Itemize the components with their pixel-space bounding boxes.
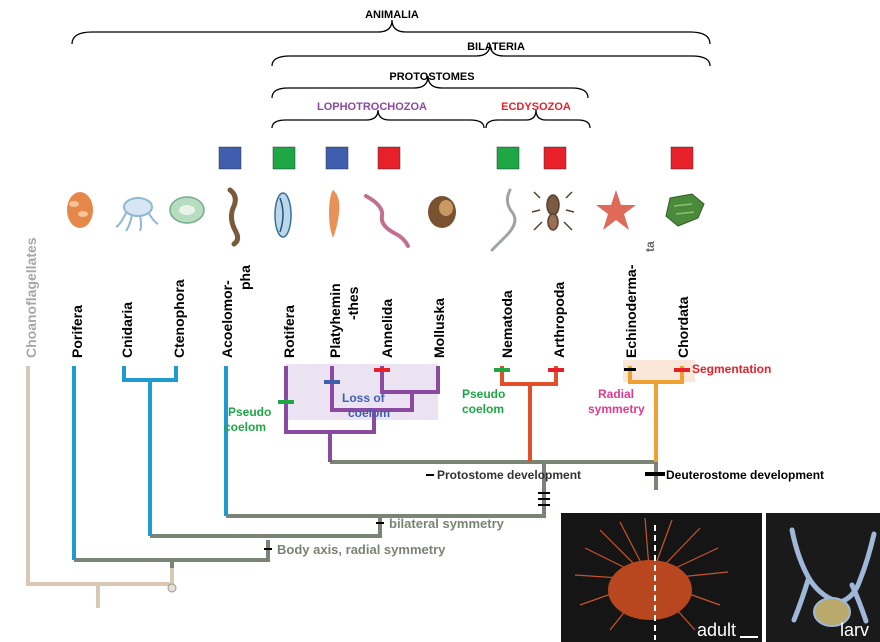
bilateria-label: BILATERIA — [467, 41, 525, 53]
body-axis-tick — [264, 548, 272, 550]
deuterostome-tick — [645, 472, 665, 476]
annelida-illustration — [366, 196, 408, 246]
trait-deuterostome-development: Deuterostome development — [666, 468, 824, 482]
taxon-rotifera: Rotifera — [281, 305, 297, 358]
radial-symmetry-tick — [624, 368, 636, 371]
photo-larva-label: larv — [840, 620, 869, 640]
taxon-echinodermata-line2: ta — [643, 241, 657, 252]
ecdysozoa-branch — [502, 366, 556, 462]
loss-of-coelom-tick — [324, 380, 340, 384]
trait-pseudocoelom-1-line1: Pseudo — [228, 405, 271, 419]
nematoda-marker-green — [497, 147, 519, 169]
chordata-segmentation-tick — [674, 368, 690, 372]
trait-radial-symmetry-line1: Radial — [598, 387, 634, 401]
ecdysozoa-label: ECDYSOZOA — [501, 101, 571, 113]
taxon-annelida: Annelida — [379, 299, 395, 358]
chordata-illustration — [666, 194, 704, 226]
taxon-platyhelminthes-line2: -thes — [345, 286, 361, 320]
annelida-segmentation-tick — [374, 368, 390, 372]
taxon-echinodermata-line1: Echinoderma- — [623, 264, 639, 358]
lophotrochozoa-label: LOPHOTROCHOZOA — [317, 101, 427, 113]
trait-protostome-development: Protostome development — [437, 468, 581, 482]
rotifera-illustration — [275, 193, 291, 237]
acoelomorpha-illustration — [230, 190, 238, 244]
taxon-porifera: Porifera — [69, 305, 85, 358]
platyhelminthes-illustration — [329, 190, 339, 238]
trait-loss-of-coelom-line1: Loss of — [342, 391, 386, 405]
trait-bilateral-symmetry: bilateral symmetry — [389, 516, 505, 531]
arthropoda-illustration — [532, 192, 574, 230]
platyhelminthes-marker-blue — [326, 147, 348, 169]
root-node — [168, 584, 176, 592]
taxon-ctenophora: Ctenophora — [171, 279, 187, 358]
taxon-cnidaria: Cnidaria — [119, 302, 135, 358]
taxon-molluska: Molluska — [431, 298, 447, 358]
organism-illustrations — [67, 190, 704, 250]
photo-adult: adult — [561, 513, 762, 642]
pseudocoelom-tick-1 — [278, 400, 294, 404]
arthropoda-marker-red — [544, 147, 566, 169]
trait-pseudocoelom-2-line1: Pseudo — [462, 387, 505, 401]
bilateral-symmetry-tick — [376, 522, 384, 524]
animalia-label: ANIMALIA — [365, 9, 419, 21]
trait-segmentation: Segmentation — [692, 362, 771, 376]
molluska-illustration — [428, 196, 456, 228]
rotifera-marker-green — [273, 147, 295, 169]
photo-larva: larv — [766, 513, 880, 642]
echinodermata-illustration — [596, 190, 636, 230]
protostome-tick — [426, 474, 434, 476]
bilateria-tick-1 — [538, 492, 550, 494]
trait-radial-symmetry-line2: symmetry — [588, 402, 645, 416]
photo-adult-label: adult — [697, 620, 736, 640]
bilateria-tick-3 — [538, 504, 550, 506]
animalia-brace — [72, 20, 710, 44]
taxon-acoelomorpha-line1: Acoelomor- — [219, 280, 235, 358]
taxon-platyhelminthes-line1: Platyhemin — [327, 283, 343, 358]
pseudocoelom-tick-2 — [494, 368, 510, 372]
annelida-marker-red — [378, 147, 400, 169]
acoelomorpha-marker-blue — [219, 147, 241, 169]
ctenophora-illustration — [170, 197, 204, 223]
chordata-marker-red — [671, 147, 693, 169]
taxon-arthropoda: Arthropoda — [551, 282, 567, 358]
protostomes-label: PROTOSTOMES — [389, 71, 474, 83]
cnidaria-ctenophora-branch — [124, 366, 176, 536]
taxon-nematoda: Nematoda — [499, 290, 515, 358]
trait-body-axis: Body axis, radial symmetry — [277, 542, 446, 557]
taxon-acoelomorpha-line2: pha — [237, 265, 253, 290]
taxon-labels: Choanoflagellates Porifera Cnidaria Cten… — [23, 237, 691, 358]
arthropoda-segmentation-tick — [548, 368, 564, 372]
taxon-choanoflagellates: Choanoflagellates — [23, 237, 39, 358]
bilateria-tick-2 — [538, 498, 550, 500]
trait-pseudocoelom-1-line2: coelom — [224, 420, 266, 434]
trait-loss-of-coelom-line2: coelom — [348, 406, 390, 420]
trait-pseudocoelom-2-line2: coelom — [462, 402, 504, 416]
nematoda-illustration — [492, 190, 515, 250]
cnidaria-illustration — [116, 198, 158, 231]
porifera-illustration — [67, 192, 93, 228]
taxon-chordata: Chordata — [675, 296, 691, 358]
